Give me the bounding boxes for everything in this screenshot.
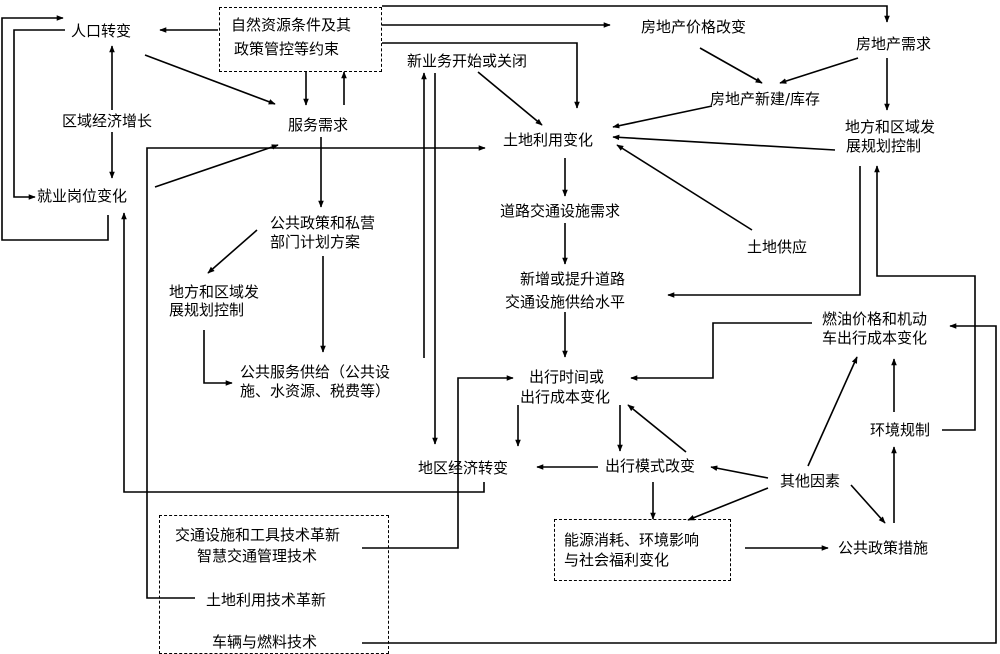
node-regional-growth: 区域经济增长: [62, 112, 153, 130]
arrow-tech-traveltime: [362, 375, 514, 549]
arrow-policy-planleft: [207, 229, 258, 274]
node-mode-change: 出行模式改变: [605, 457, 696, 475]
node-road-supply-line2: 交通设施供给水平: [505, 293, 626, 311]
arrow-env-plan: [874, 165, 976, 431]
node-tech-smart: 智慧交通管理技术: [197, 547, 318, 565]
node-resources-line2: 政策管控等约束: [234, 40, 340, 58]
energy-box: [554, 519, 731, 581]
node-land-use-change: 土地利用变化: [503, 131, 594, 149]
arrow-plan-landuse: [612, 134, 836, 151]
arrow-job-loop-population: [1, 15, 109, 241]
node-other-factors: 其他因素: [780, 472, 841, 490]
arrow-demand-housingsupply: [779, 57, 859, 84]
node-public-service-line2: 施、水资源、税费等）: [240, 382, 391, 400]
node-service-demand: 服务需求: [288, 116, 349, 134]
arrow-job-service: [154, 144, 279, 188]
arrow-price-housingsupply: [699, 47, 763, 84]
node-plan-control-left-line2: 展规划控制: [169, 301, 245, 319]
node-road-demand: 道路交通设施需求: [500, 202, 621, 220]
node-policy-plan-line2: 部门计划方案: [270, 233, 361, 251]
arrow-economy-job: [121, 212, 485, 493]
arrow-landsupply-landuse: [616, 144, 753, 231]
arrow-vehicle-fuel: [362, 323, 997, 644]
arrow-planleft-publicservice: [203, 330, 233, 386]
node-policy-plan-line1: 公共政策和私营: [270, 214, 376, 232]
node-population: 人口转变: [71, 22, 132, 40]
node-housing-demand: 房地产需求: [856, 35, 932, 53]
arrow-housing-landuse: [612, 105, 713, 129]
node-job-change: 就业岗位变化: [37, 187, 128, 205]
arrow-other-mode: [710, 465, 769, 479]
node-plan-control-left-line1: 地方和区域发: [169, 283, 260, 301]
node-tech-transport: 交通设施和工具技术革新: [175, 526, 341, 544]
node-public-service-line1: 公共服务供给（公共设: [240, 363, 391, 381]
node-new-business: 新业务开始或关闭: [407, 52, 528, 70]
node-land-supply: 土地供应: [747, 238, 808, 256]
node-regional-economy: 地区经济转变: [418, 459, 509, 477]
node-travel-time-line2: 出行成本变化: [520, 388, 611, 406]
arrow-other-energy: [687, 487, 769, 521]
node-energy-line2: 与社会福利变化: [564, 551, 670, 569]
arrow-fuel-traveltime: [630, 322, 812, 381]
node-energy-line1: 能源消耗、环境影响: [564, 531, 700, 549]
arrow-resources-landuse: [382, 42, 580, 109]
node-road-supply-line1: 新增或提升道路: [520, 270, 626, 288]
arrow-other-publicpolicy: [850, 484, 886, 524]
node-env-regulation: 环境规制: [870, 421, 931, 439]
arrow-population-service: [144, 54, 276, 105]
node-travel-time-line1: 出行时间或: [529, 368, 605, 386]
arrow-tech-land-to-landuse: [146, 145, 486, 599]
node-housing-price: 房地产价格改变: [641, 18, 747, 36]
node-housing-supply: 房地产新建/库存: [710, 90, 821, 108]
arrow-top-to-housing-demand: [382, 5, 890, 23]
node-plan-control-right-line2: 展规划控制: [846, 137, 922, 155]
node-public-policy: 公共政策措施: [838, 539, 929, 557]
node-tech-vehicle: 车辆与燃料技术: [212, 633, 318, 651]
arrow-business-landuse: [477, 71, 543, 126]
node-plan-control-right-line1: 地方和区域发: [845, 118, 936, 136]
node-resources-line1: 自然资源条件及其: [231, 16, 352, 34]
arrow-other-fuel: [807, 356, 858, 467]
arrow-plan-roadsupply: [667, 166, 861, 298]
node-fuel-cost-line1: 燃油价格和机动: [822, 310, 928, 328]
node-fuel-cost-line2: 车出行成本变化: [822, 329, 928, 347]
arrow-mode-traveltime: [627, 404, 687, 453]
arrow-population-loop-job: [13, 29, 65, 200]
resources-box: [219, 7, 382, 72]
node-tech-land: 土地利用技术革新: [206, 591, 327, 609]
